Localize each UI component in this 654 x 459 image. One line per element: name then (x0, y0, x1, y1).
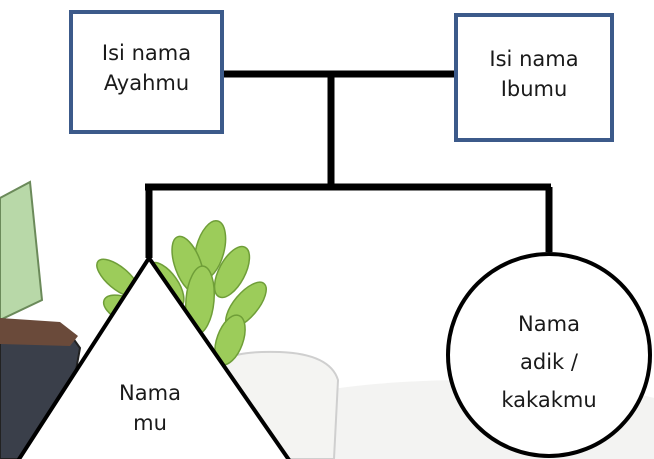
mother-box-label: Isi nama Ibumu (489, 47, 579, 101)
mother-box[interactable] (454, 13, 614, 142)
sibling-circle-label: Nama adik / kakakmu (501, 312, 597, 412)
family-connectors (145, 70, 553, 258)
sibling-circle[interactable] (446, 252, 652, 458)
father-box-label: Isi nama Ayahmu (101, 41, 192, 95)
self-triangle-label: Nama mu (119, 381, 181, 435)
succulent-plant-icon (96, 220, 267, 366)
father-box[interactable] (69, 10, 224, 134)
green-book-icon (0, 180, 44, 322)
self-triangle[interactable] (12, 254, 296, 459)
